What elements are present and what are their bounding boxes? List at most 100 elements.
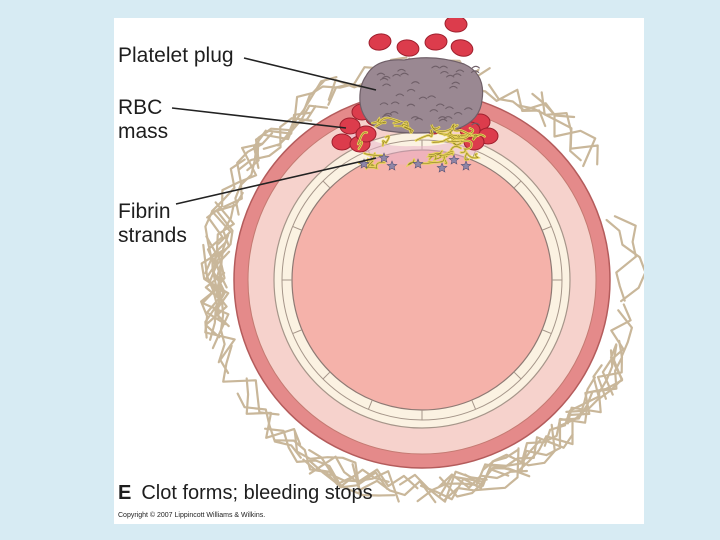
adventitia-fiber: [216, 234, 230, 321]
plug-texture-mark: [439, 65, 448, 69]
plug-texture-mark: [395, 93, 405, 97]
fibrin-strand-outline: [460, 140, 472, 153]
plug-texture-mark: [440, 71, 449, 74]
plug-texture-mark: [400, 72, 409, 76]
label-rbc-line1: RBC: [118, 96, 163, 119]
platelet: [460, 160, 472, 171]
endothelial-divider: [513, 371, 522, 380]
plug-texture-mark: [431, 65, 440, 69]
adventitia-fiber: [211, 210, 234, 301]
free-rbc: [444, 18, 468, 33]
plug-texture-mark: [463, 107, 473, 111]
plug-texture-mark: [411, 81, 420, 85]
fibrin-strand-outline: [431, 124, 458, 132]
platelets: [358, 152, 472, 173]
adventitia-fiber: [277, 76, 338, 147]
adventitia-fiber: [464, 438, 542, 487]
plug-texture-mark: [445, 74, 455, 78]
adventitia-fiber: [596, 309, 633, 400]
plug-texture-mark: [451, 81, 461, 85]
fibrin-strand-outline: [365, 160, 385, 169]
endothelial-divider: [541, 225, 552, 231]
free-rbc: [396, 39, 420, 57]
adventitia-fiber: [543, 376, 596, 447]
plug-texture-mark: [382, 83, 391, 87]
free-rbc: [450, 39, 474, 57]
plug-texture-mark: [470, 70, 480, 74]
plug-texture-mark: [379, 102, 389, 106]
plug-texture-mark: [449, 85, 458, 89]
fibrin-strand-outline: [428, 150, 443, 160]
platelet: [436, 162, 448, 173]
endothelial-divider: [292, 225, 303, 231]
endothelial-divider: [541, 329, 552, 335]
adventitia-fiber: [443, 447, 520, 502]
plug-texture-mark: [418, 96, 428, 100]
adventitia-fiber: [204, 191, 244, 275]
plug-texture-mark: [389, 111, 399, 115]
plug-texture-mark: [427, 95, 436, 99]
label-rbc-line2: mass: [118, 120, 169, 143]
plug-texture-mark: [438, 118, 448, 122]
adventitia-fiber: [520, 404, 589, 463]
adventitia-fiber: [605, 218, 644, 303]
endothelial-divider: [322, 371, 331, 380]
plug-texture-mark: [406, 88, 416, 92]
adventitia-fiber: [206, 142, 263, 219]
adventitia-fiber: [613, 215, 637, 302]
fibrin-strand-outline: [357, 132, 367, 149]
caption-text: Clot forms; bleeding stops: [141, 482, 373, 504]
plug-texture-mark: [453, 112, 463, 115]
fibrin-strand-outline: [394, 121, 409, 127]
adventitia-fiber: [329, 468, 419, 490]
plug-texture-mark: [376, 72, 386, 76]
fibrin-strand-outline: [377, 117, 401, 125]
fibrin-leader-line: [175, 157, 377, 205]
adventitia-fiber: [273, 439, 358, 486]
fibrin-strand-outline: [415, 129, 433, 141]
adventitia-fiber: [236, 392, 302, 459]
fibrin-strand-outline: [442, 146, 462, 164]
plug-texture-mark: [445, 106, 454, 110]
platelet: [386, 160, 398, 171]
rbc-cell: [331, 133, 353, 151]
platelet: [412, 158, 424, 169]
adventitia-fiber: [200, 249, 226, 341]
label-fibrin-strands: Fibrin strands: [118, 200, 187, 248]
plug-texture-mark: [379, 77, 389, 81]
label-rbc-mass: RBC mass: [118, 96, 168, 144]
endothelial-divider: [471, 399, 477, 410]
adventitia-fiber: [540, 91, 599, 166]
plug-texture-mark: [452, 73, 462, 77]
plug-texture-mark: [438, 116, 447, 120]
free-rbc: [368, 33, 392, 51]
adventitia-fiber: [481, 423, 556, 471]
adventitia-fiber: [264, 427, 340, 483]
endothelial-divider: [513, 180, 522, 189]
endothelial-divider: [292, 329, 303, 335]
platelet-plug-leader-line: [243, 57, 377, 91]
vessel-lumen: [291, 149, 553, 411]
fibrin-strands: [356, 116, 486, 171]
endothelial-divider: [367, 399, 373, 410]
plug-texture-mark: [429, 109, 439, 112]
wound-site: [350, 126, 494, 165]
rbc-cell: [339, 117, 361, 135]
fibrin-strand-outline: [428, 152, 454, 160]
plug-texture-mark: [382, 114, 391, 118]
adventitia-fiber: [210, 158, 246, 245]
plug-texture-mark: [435, 103, 445, 107]
plug-texture-mark: [455, 69, 465, 73]
plug-texture-mark: [414, 117, 424, 121]
adventitia-fiber: [210, 201, 235, 294]
adventitia-fiber: [558, 364, 603, 443]
adventitia-fiber: [566, 349, 614, 425]
adventitia-fiber: [223, 132, 274, 208]
label-platelet-plug: Platelet plug: [118, 44, 234, 67]
adventitia-fiber: [204, 271, 226, 364]
adventitia-fiber: [222, 344, 280, 416]
platelet: [378, 152, 390, 163]
adventitia-fiber: [200, 284, 236, 375]
plug-texture-mark: [471, 122, 480, 126]
